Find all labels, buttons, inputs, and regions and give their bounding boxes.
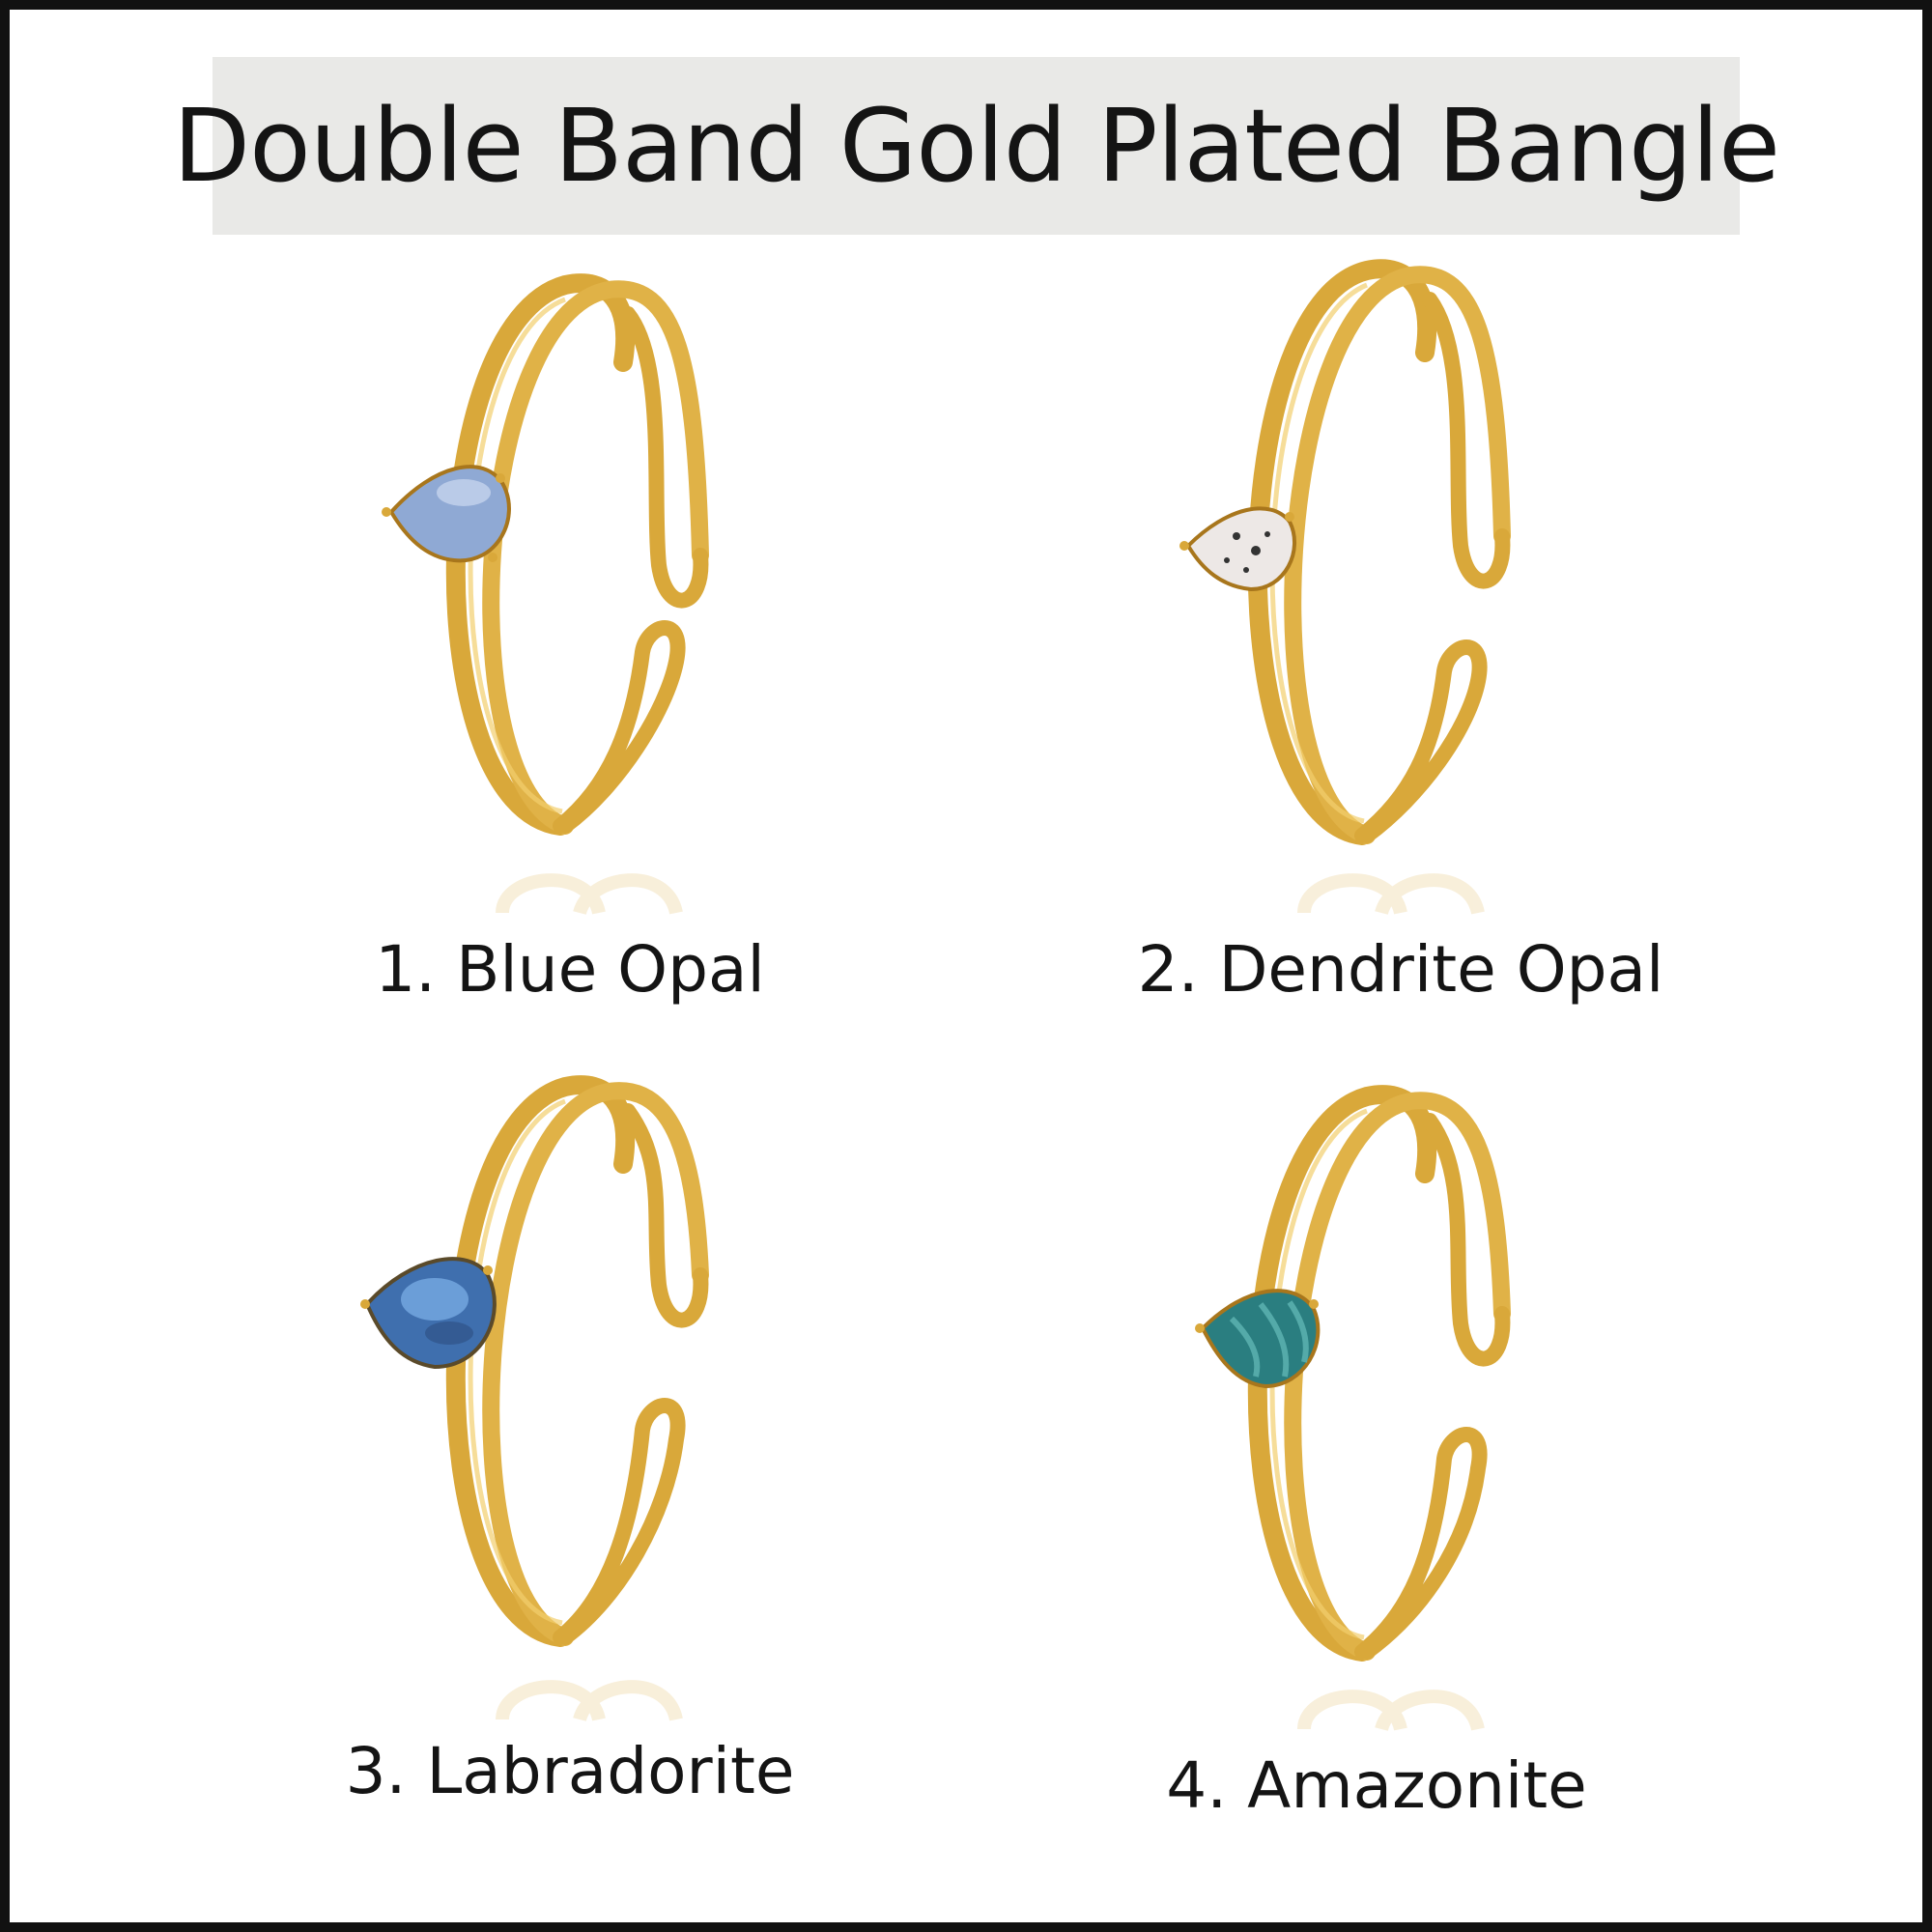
stone-setting xyxy=(1179,506,1296,592)
product-labradorite xyxy=(357,1053,821,1729)
bangle-reflection xyxy=(496,1680,683,1722)
caption-product-4: 4. Amazonite xyxy=(1166,1748,1587,1823)
product-blue-opal xyxy=(357,246,821,923)
page-title: Double Band Gold Plated Bangle xyxy=(173,87,1780,205)
band-end-bottom xyxy=(1354,1427,1488,1660)
band-end-bottom xyxy=(1354,639,1488,843)
product-amazonite xyxy=(1159,1063,1623,1739)
title-banner: Double Band Gold Plated Bangle xyxy=(173,57,1780,235)
stone-setting xyxy=(360,1257,497,1370)
stone-setting xyxy=(382,465,511,563)
caption-product-1: 1. Blue Opal xyxy=(375,932,765,1007)
bangle-reflection xyxy=(496,873,683,916)
band-end-top xyxy=(1422,292,1511,589)
bangle-image-dendrite-opal xyxy=(1179,259,1511,916)
bangle-image-labradorite xyxy=(360,1075,709,1722)
band-end-bottom xyxy=(553,620,686,834)
inner-band xyxy=(482,280,709,835)
caption-product-2: 2. Dendrite Opal xyxy=(1137,932,1664,1007)
band-end-top xyxy=(620,1103,709,1328)
inner-band xyxy=(1284,1092,1511,1661)
band-end-top xyxy=(620,306,709,609)
bangle-reflection xyxy=(1297,873,1485,916)
inner-band xyxy=(1284,266,1511,844)
bangle-image-blue-opal xyxy=(382,273,709,916)
band-end-top xyxy=(1422,1113,1511,1367)
stone-setting xyxy=(1195,1289,1321,1389)
band-highlight xyxy=(468,1098,566,1626)
outer-band xyxy=(1247,259,1437,845)
caption-product-3: 3. Labradorite xyxy=(345,1734,795,1808)
inner-band xyxy=(482,1082,709,1646)
band-end-bottom xyxy=(553,1398,686,1645)
bangle-reflection xyxy=(1297,1690,1485,1732)
product-dendrite-opal xyxy=(1159,246,1623,923)
band-highlight xyxy=(468,297,566,814)
bangle-image-amazonite xyxy=(1195,1085,1511,1732)
